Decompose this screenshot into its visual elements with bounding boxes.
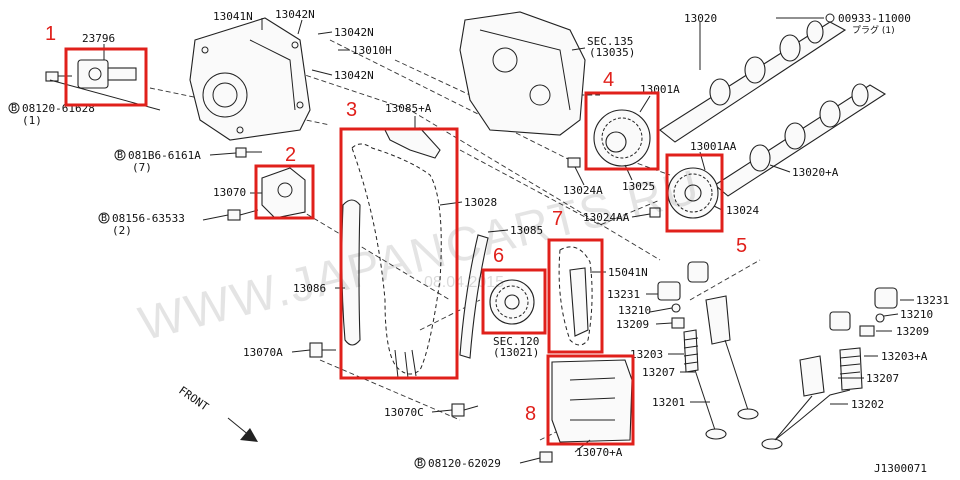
label-13070-plus-A: 13070+A <box>576 446 623 459</box>
label-13085: 13085 <box>510 224 543 237</box>
crank-sprocket <box>489 279 535 325</box>
label-13024: 13024 <box>726 204 759 217</box>
label-sec120: SEC.120 <box>493 335 539 348</box>
label-13201: 13201 <box>652 396 685 409</box>
label-13231-left: 13231 <box>607 288 640 301</box>
label-13020-plus-A: 13020+A <box>792 166 839 179</box>
label-13020: 13020 <box>684 12 717 25</box>
callout-box-1 <box>64 47 148 107</box>
tensioner-23796 <box>77 59 137 89</box>
label-13210-right: 13210 <box>900 308 933 321</box>
callout-box-8 <box>546 354 635 446</box>
camshaft-13020A <box>714 83 887 197</box>
callout-number-3: 3 <box>346 99 357 121</box>
bolt-icon <box>227 209 259 221</box>
tensioner-13070A <box>539 359 633 463</box>
front-arrow-icon <box>227 417 258 442</box>
label-sec120-ref: (13021) <box>493 346 539 359</box>
label-plug-note: プラグ (1) <box>852 24 895 36</box>
callout-box-5 <box>665 153 724 233</box>
callout-overlays: 1 2 3 4 5 6 7 8 <box>45 23 747 446</box>
circle-b-marker: B <box>101 213 107 224</box>
label-13010H: 13010H <box>352 44 392 57</box>
head-cover-sec135 <box>459 11 586 136</box>
part-labels: 23796 13041N 13042N 13042N 13010H 13042N… <box>8 8 949 475</box>
callout-box-6 <box>481 268 547 335</box>
timing-chain-13028 <box>341 127 442 379</box>
chain-guide-13085 <box>459 234 489 359</box>
label-081B6-6161A: 081B6-6161A <box>128 149 201 162</box>
label-13085A: 13085+A <box>385 102 432 115</box>
callout-box-7 <box>547 238 604 354</box>
label-081B6-qty: (7) <box>132 161 152 174</box>
callout-box-3 <box>339 127 459 380</box>
label-13209-left: 13209 <box>616 318 649 331</box>
front-cover-13041N <box>189 17 311 141</box>
cam-sprocket-13024 <box>649 167 719 219</box>
bolt-icon <box>309 342 336 358</box>
label-13203-plus-A: 13203+A <box>881 350 928 363</box>
label-08156-qty: (2) <box>112 224 132 237</box>
circle-b-marker: B <box>117 150 123 161</box>
label-08156-63533: 08156-63533 <box>112 212 185 225</box>
bolt-icon <box>235 147 262 158</box>
callout-number-8: 8 <box>525 403 536 425</box>
callout-number-4: 4 <box>603 69 614 91</box>
label-08120-62029: 08120-62029 <box>428 457 501 470</box>
label-08120-61628-qty: (1) <box>22 114 42 127</box>
callout-number-2: 2 <box>285 144 296 166</box>
label-13024AA: 13024AA <box>583 211 630 224</box>
label-sec135-ref: (13035) <box>589 46 635 59</box>
label-13042N-a: 13042N <box>275 8 315 21</box>
label-13042N-c: 13042N <box>334 69 374 82</box>
watermark-date: 08.04.2015 <box>424 274 504 291</box>
label-15041N: 15041N <box>608 266 648 279</box>
valve-set-right <box>761 287 898 450</box>
label-front: FRONT <box>176 384 211 414</box>
cam-sprocket-13025 <box>567 109 651 168</box>
label-13070A: 13070A <box>243 346 283 359</box>
label-13202: 13202 <box>851 398 884 411</box>
label-sec135: SEC.135 <box>587 35 633 48</box>
label-13231-right: 13231 <box>916 294 949 307</box>
label-23796: 23796 <box>82 32 115 45</box>
bolt-icon <box>45 71 72 82</box>
drawing-id: J1300071 <box>874 462 927 475</box>
bolt-icon <box>451 403 479 417</box>
label-13041N: 13041N <box>213 10 253 23</box>
tensioner-13070 <box>261 167 306 219</box>
oil-pump-chain-15041N <box>558 246 593 346</box>
circle-b-marker: B <box>11 103 17 114</box>
callout-number-5: 5 <box>736 235 747 257</box>
circle-b-marker: B <box>417 458 423 469</box>
label-13207-left: 13207 <box>642 366 675 379</box>
label-13209-right: 13209 <box>896 325 929 338</box>
callout-number-7: 7 <box>552 208 563 230</box>
label-13086: 13086 <box>293 282 326 295</box>
label-13001AA: 13001AA <box>690 140 737 153</box>
camshaft-13020 <box>659 20 847 143</box>
callout-box-4 <box>584 91 660 171</box>
valve-set-left <box>657 261 759 440</box>
label-13042N-b: 13042N <box>334 26 374 39</box>
callout-number-1: 1 <box>45 23 56 45</box>
label-13070: 13070 <box>213 186 246 199</box>
label-13210-left: 13210 <box>618 304 651 317</box>
label-13025: 13025 <box>622 180 655 193</box>
callout-number-6: 6 <box>493 245 504 267</box>
label-13070C: 13070C <box>384 406 424 419</box>
label-00933-11000: 00933-11000 <box>838 12 911 25</box>
label-13203-left: 13203 <box>630 348 663 361</box>
label-13028: 13028 <box>464 196 497 209</box>
label-13207-right: 13207 <box>866 372 899 385</box>
callout-box-2 <box>254 164 315 220</box>
label-13024A: 13024A <box>563 184 603 197</box>
